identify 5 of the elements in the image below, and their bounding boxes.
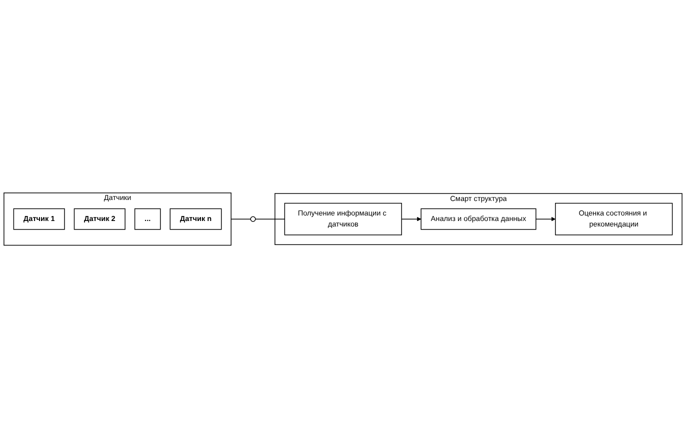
connector [230, 219, 251, 220]
arrow [401, 217, 422, 222]
connector [255, 219, 286, 220]
node-circle [250, 216, 256, 222]
arrow [536, 217, 556, 222]
